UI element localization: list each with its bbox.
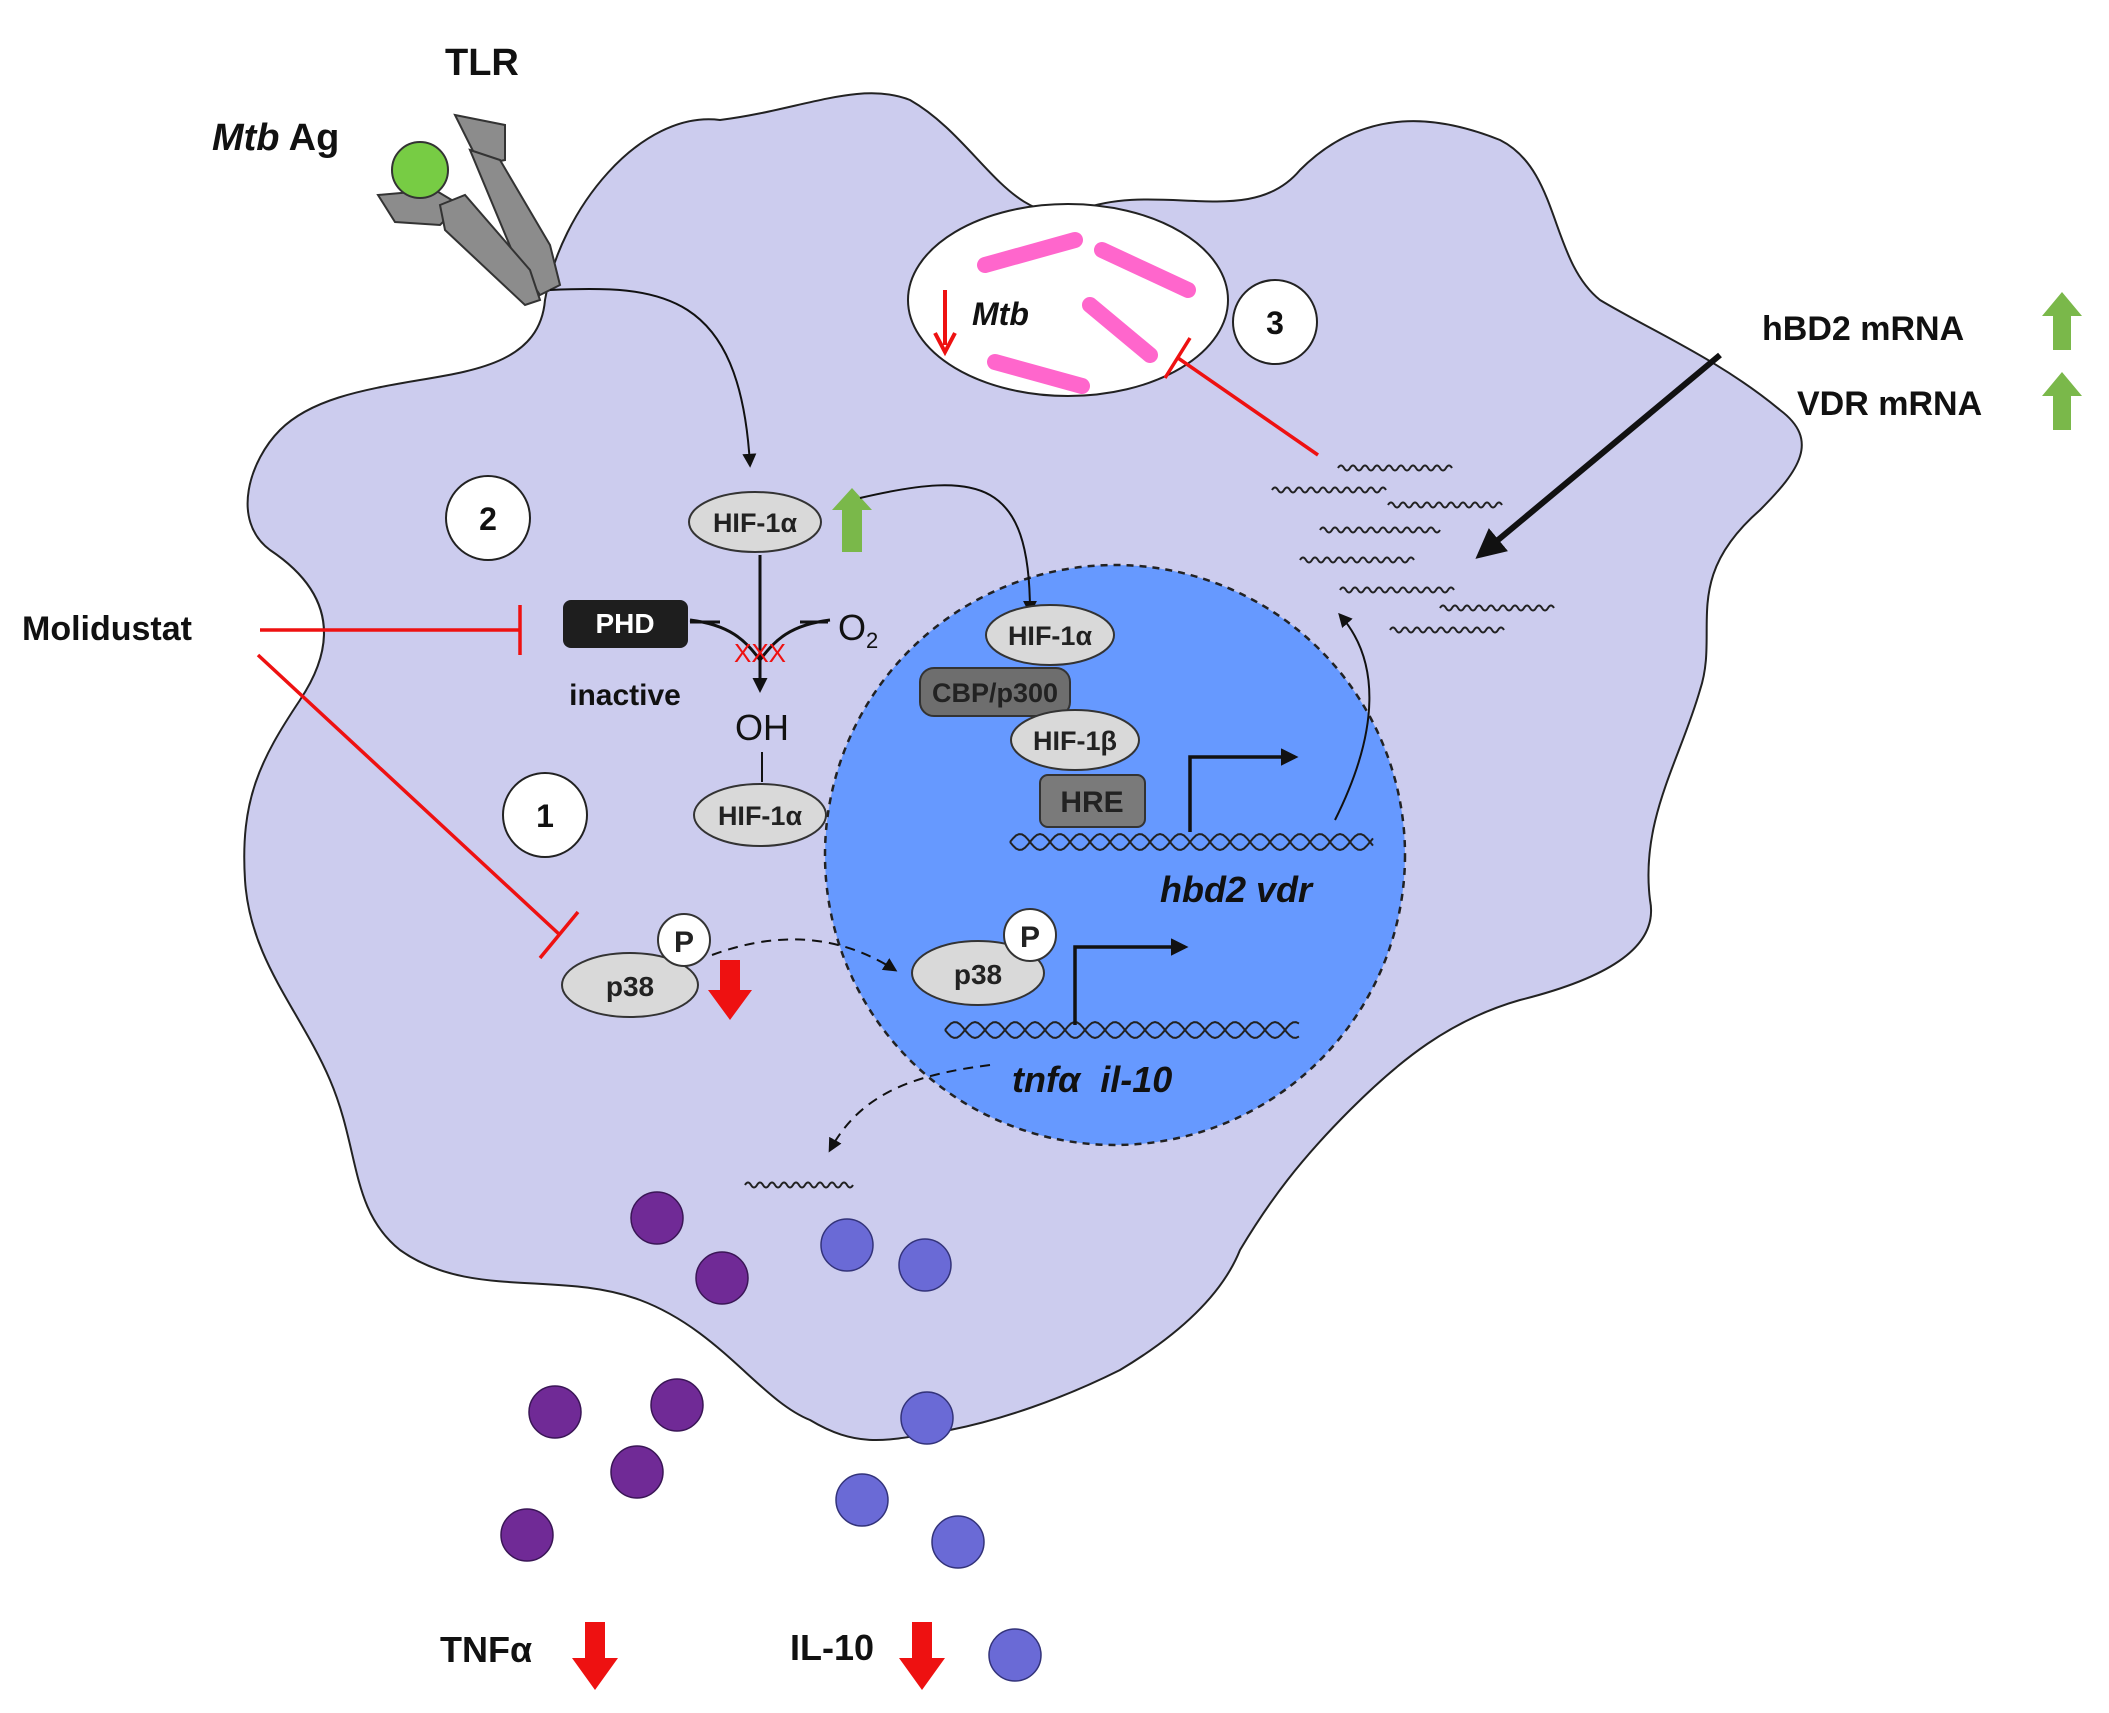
tnfa-il10-genes: tnfα il-10 <box>1012 1059 1172 1100</box>
svg-text:3: 3 <box>1266 305 1284 341</box>
transcription-arrow-tnf <box>1073 938 1189 1025</box>
cbp-p300: CBP/p300 <box>919 667 1071 717</box>
mtb-antigen <box>391 141 449 199</box>
molidustat-inhibits-phd <box>260 605 522 655</box>
p38-nuclear: p38 P <box>911 908 1057 1006</box>
svg-text:P: P <box>674 926 694 959</box>
hbd2-up-arrow <box>2042 292 2082 350</box>
svg-text:CBP/p300: CBP/p300 <box>932 678 1058 708</box>
tnfa-label: TNFα <box>440 1629 532 1670</box>
step-1-badge: 1 <box>502 772 588 858</box>
svg-text:p38: p38 <box>606 971 654 1002</box>
tnfa-secreted <box>500 1378 704 1562</box>
dna-strand-tnf <box>944 1020 1300 1040</box>
transcription-arrow-hbd2 <box>1188 748 1299 832</box>
mtb-down-arrow-small <box>933 290 957 357</box>
p38-cytoplasm: p38 P <box>561 913 711 1018</box>
hif1a-hydroxylated: HIF-1α <box>693 783 827 847</box>
cytokine-mrna-export-arrow <box>828 1064 991 1153</box>
mrna-export-arrow <box>1334 612 1371 821</box>
svg-text:HIF-1α: HIF-1α <box>713 508 798 538</box>
step-2-badge: 2 <box>445 475 531 561</box>
hif1a-cytoplasm: HIF-1α <box>688 491 822 553</box>
tlr-to-hif-arrow <box>549 287 757 468</box>
molidustat-label: Molidustat <box>22 610 192 648</box>
oh-label: OH <box>735 707 789 748</box>
svg-text:p38: p38 <box>954 959 1002 990</box>
nucleus <box>823 563 1407 1147</box>
phd-inactive-label: inactive <box>569 679 681 712</box>
svg-text:HRE: HRE <box>1060 786 1123 819</box>
svg-text:HIF-1β: HIF-1β <box>1033 726 1117 756</box>
mtb-bacteria <box>977 232 1196 394</box>
dna-strand-hbd2 <box>1009 832 1374 852</box>
svg-text:HIF-1α: HIF-1α <box>718 801 803 831</box>
il10-label: IL-10 <box>790 1627 874 1668</box>
cytokine-mrna <box>744 1181 854 1189</box>
tnfa-vesicles-inside <box>630 1191 749 1305</box>
o2-curve <box>689 618 831 663</box>
hif1a-nuclear: HIF-1α <box>985 604 1115 666</box>
svg-text:PHD: PHD <box>595 608 654 639</box>
phagosome <box>907 203 1229 397</box>
tlr-label: TLR <box>445 42 519 84</box>
svg-text:2: 2 <box>479 501 497 537</box>
step-3-badge: 3 <box>1232 279 1318 365</box>
o2-label: O2 <box>838 607 878 653</box>
external-arrow-to-mrna <box>1475 352 1722 559</box>
svg-text:P: P <box>1020 921 1040 954</box>
hif1a-up-arrow <box>832 488 872 552</box>
molidustat-inhibits-p38 <box>256 653 580 960</box>
xxx-mark: XXX <box>734 638 786 668</box>
p38-to-nucleus-arrow <box>711 938 898 972</box>
vdr-up-arrow <box>2042 372 2082 430</box>
mrna-inhibits-mtb <box>1163 337 1319 457</box>
mrna-cluster <box>1271 464 1555 634</box>
il10-secreted <box>835 1391 1042 1682</box>
hbd2-mrna-label: hBD2 mRNA <box>1762 310 1964 348</box>
hif1b: HIF-1β <box>1010 709 1140 771</box>
tlr-receptor <box>376 113 562 307</box>
il10-down-arrow <box>899 1622 945 1690</box>
hif-to-nucleus-arrow <box>859 484 1037 615</box>
svg-text:HIF-1α: HIF-1α <box>1008 621 1093 651</box>
mtb-ag-label: Mtb Ag <box>212 117 339 159</box>
svg-text:1: 1 <box>536 798 554 834</box>
il10-vesicles-inside <box>820 1218 952 1292</box>
p38-down-arrow <box>708 960 752 1020</box>
hbd2-vdr-genes: hbd2 vdr <box>1160 869 1314 910</box>
mtb-label: Mtb <box>972 296 1029 332</box>
vdr-mrna-label: VDR mRNA <box>1797 385 1982 423</box>
phd-box: PHD <box>563 600 688 648</box>
hre-box: HRE <box>1039 774 1146 828</box>
tnfa-down-arrow <box>572 1622 618 1690</box>
